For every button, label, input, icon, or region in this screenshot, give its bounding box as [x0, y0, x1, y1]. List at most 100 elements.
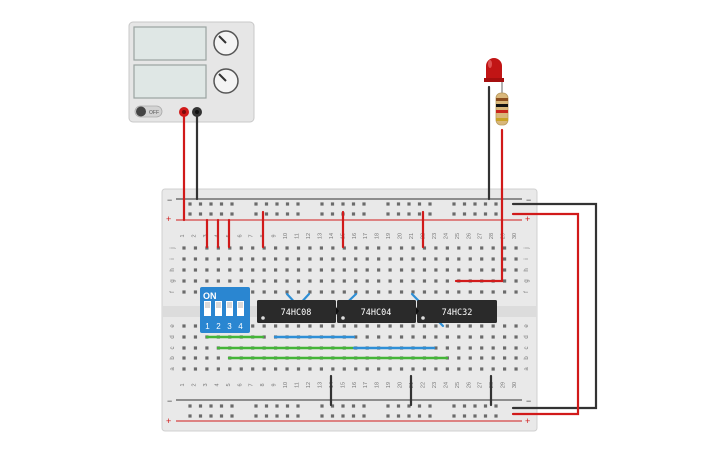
- breadboard-hole[interactable]: [377, 257, 381, 261]
- breadboard-hole[interactable]: [491, 246, 495, 250]
- rail-hole[interactable]: [264, 404, 269, 408]
- breadboard-hole[interactable]: [388, 279, 392, 283]
- rail-hole[interactable]: [264, 202, 269, 206]
- breadboard-hole[interactable]: [182, 346, 186, 350]
- breadboard-hole[interactable]: [274, 367, 278, 371]
- rail-hole[interactable]: [473, 404, 477, 408]
- breadboard-hole[interactable]: [434, 279, 438, 283]
- breadboard-hole[interactable]: [319, 246, 323, 250]
- wire-rail-bridge-negative[interactable]: [511, 202, 598, 410]
- breadboard-hole[interactable]: [491, 290, 495, 294]
- breadboard-hole[interactable]: [182, 335, 186, 339]
- breadboard-hole[interactable]: [193, 279, 198, 283]
- breadboard-hole[interactable]: [468, 346, 472, 350]
- breadboard-hole[interactable]: [331, 257, 335, 261]
- breadboard-hole[interactable]: [365, 268, 369, 272]
- rail-hole[interactable]: [219, 212, 224, 216]
- rail-hole[interactable]: [296, 212, 300, 216]
- breadboard-hole[interactable]: [239, 246, 243, 250]
- breadboard-hole[interactable]: [377, 279, 381, 283]
- breadboard-hole[interactable]: [228, 279, 232, 283]
- resistor[interactable]: [495, 82, 509, 126]
- breadboard-hole[interactable]: [205, 279, 209, 283]
- rail-hole[interactable]: [428, 404, 432, 408]
- breadboard-hole[interactable]: [422, 324, 427, 328]
- rail-hole[interactable]: [219, 404, 224, 408]
- breadboard-hole[interactable]: [331, 268, 335, 272]
- rail-hole[interactable]: [494, 414, 498, 418]
- breadboard-hole[interactable]: [285, 257, 289, 261]
- rail-hole[interactable]: [330, 202, 335, 206]
- breadboard-hole[interactable]: [182, 246, 186, 250]
- rail-hole[interactable]: [396, 404, 401, 408]
- rail-hole[interactable]: [188, 414, 192, 418]
- breadboard-hole[interactable]: [251, 257, 255, 261]
- breadboard-hole[interactable]: [365, 290, 369, 294]
- breadboard-hole[interactable]: [239, 279, 243, 283]
- breadboard-hole[interactable]: [296, 279, 301, 283]
- breadboard-hole[interactable]: [365, 335, 369, 339]
- breadboard-hole[interactable]: [411, 279, 415, 283]
- rail-hole[interactable]: [462, 212, 467, 216]
- breadboard-hole[interactable]: [399, 279, 404, 283]
- breadboard-hole[interactable]: [319, 290, 323, 294]
- breadboard-hole[interactable]: [514, 346, 518, 350]
- rail-hole[interactable]: [396, 414, 401, 418]
- breadboard-hole[interactable]: [388, 367, 392, 371]
- breadboard-hole[interactable]: [342, 367, 346, 371]
- breadboard-hole[interactable]: [422, 246, 427, 250]
- breadboard-hole[interactable]: [388, 324, 392, 328]
- rail-hole[interactable]: [230, 414, 234, 418]
- rail-hole[interactable]: [351, 404, 356, 408]
- breadboard-hole[interactable]: [262, 279, 266, 283]
- rail-hole[interactable]: [330, 414, 335, 418]
- breadboard-hole[interactable]: [239, 268, 243, 272]
- breadboard-hole[interactable]: [308, 279, 312, 283]
- breadboard-hole[interactable]: [193, 346, 198, 350]
- breadboard-hole[interactable]: [251, 268, 255, 272]
- breadboard-hole[interactable]: [445, 257, 449, 261]
- breadboard-hole[interactable]: [514, 279, 518, 283]
- logic-chips[interactable]: 74HC08 74HC04 74HC32: [257, 300, 497, 323]
- breadboard-hole[interactable]: [274, 268, 278, 272]
- breadboard-hole[interactable]: [422, 367, 427, 371]
- breadboard-hole[interactable]: [308, 268, 312, 272]
- rail-hole[interactable]: [483, 202, 488, 206]
- wires[interactable]: [182, 85, 598, 416]
- rail-hole[interactable]: [341, 404, 345, 408]
- breadboard-hole[interactable]: [331, 367, 335, 371]
- breadboard-hole[interactable]: [480, 346, 484, 350]
- rail-hole[interactable]: [483, 414, 488, 418]
- rail-hole[interactable]: [198, 414, 203, 418]
- breadboard-hole[interactable]: [331, 246, 335, 250]
- breadboard-hole[interactable]: [251, 290, 255, 294]
- rail-hole[interactable]: [428, 414, 432, 418]
- breadboard-hole[interactable]: [411, 268, 415, 272]
- breadboard-hole[interactable]: [262, 257, 266, 261]
- rail-hole[interactable]: [362, 202, 366, 206]
- breadboard-hole[interactable]: [399, 367, 404, 371]
- breadboard-hole[interactable]: [308, 246, 312, 250]
- breadboard-hole[interactable]: [434, 346, 438, 350]
- breadboard-hole[interactable]: [205, 356, 209, 360]
- breadboard-hole[interactable]: [182, 279, 186, 283]
- breadboard-hole[interactable]: [354, 290, 358, 294]
- breadboard-hole[interactable]: [503, 246, 507, 250]
- rail-hole[interactable]: [483, 212, 488, 216]
- rail-hole[interactable]: [296, 414, 300, 418]
- breadboard-hole[interactable]: [296, 324, 301, 328]
- breadboard-hole[interactable]: [514, 268, 518, 272]
- breadboard-hole[interactable]: [365, 279, 369, 283]
- rail-hole[interactable]: [473, 202, 477, 206]
- rail-hole[interactable]: [494, 202, 498, 206]
- rail-hole[interactable]: [296, 202, 300, 206]
- breadboard-hole[interactable]: [193, 290, 198, 294]
- rail-hole[interactable]: [417, 212, 422, 216]
- breadboard-hole[interactable]: [434, 257, 438, 261]
- rail-hole[interactable]: [285, 202, 290, 206]
- breadboard-hole[interactable]: [308, 367, 312, 371]
- breadboard-hole[interactable]: [354, 246, 358, 250]
- breadboard-hole[interactable]: [434, 290, 438, 294]
- dip-toggle-2[interactable]: [215, 301, 222, 316]
- breadboard-hole[interactable]: [377, 290, 381, 294]
